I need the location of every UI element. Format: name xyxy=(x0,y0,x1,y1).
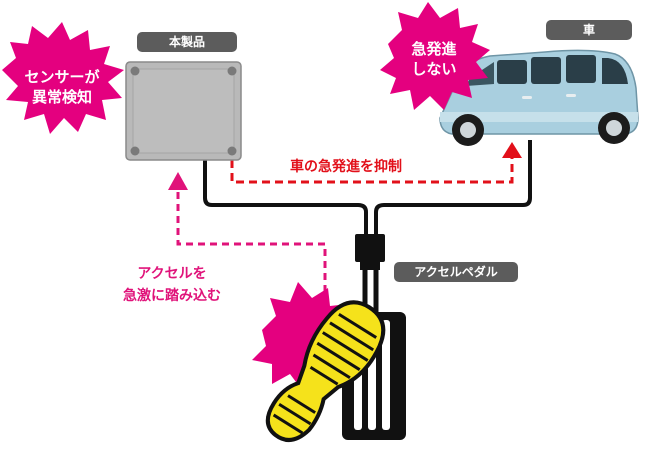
stomp-caption-line1: アクセルを xyxy=(137,266,207,282)
car-illustration xyxy=(439,49,639,146)
stomp-caption-line2: 急激に踏み込む xyxy=(123,288,221,304)
screw-icon xyxy=(130,66,140,76)
no-accel-burst: 急発進 しない xyxy=(380,2,490,110)
no-accel-line1: 急発進 xyxy=(411,40,457,58)
sensor-burst-line2: 異常検知 xyxy=(32,88,92,106)
cable-line xyxy=(203,160,368,236)
shoe-sole-icon xyxy=(265,300,386,442)
screw-icon xyxy=(227,66,237,76)
screw-icon xyxy=(227,146,237,156)
cable-line xyxy=(374,140,532,236)
stomp-arrow-head xyxy=(168,172,188,190)
no-accel-line2: しない xyxy=(411,60,456,78)
product-label: 本製品 xyxy=(137,32,237,52)
stomp-caption: アクセルを 急激に踏み込む xyxy=(96,263,248,307)
sensor-burst-line1: センサーが xyxy=(24,68,100,86)
screw-icon xyxy=(130,146,140,156)
suppress-caption: 車の急発進を抑制 xyxy=(290,159,402,175)
car-label: 車 xyxy=(546,20,632,40)
stomp-arrow xyxy=(176,188,327,292)
suppress-arrow xyxy=(230,155,514,184)
suppress-arrow-head xyxy=(502,142,522,158)
sensor-burst: センサーが 異常検知 xyxy=(2,22,124,134)
pedal-label: アクセルペダル xyxy=(394,262,518,282)
product-box xyxy=(125,61,242,161)
